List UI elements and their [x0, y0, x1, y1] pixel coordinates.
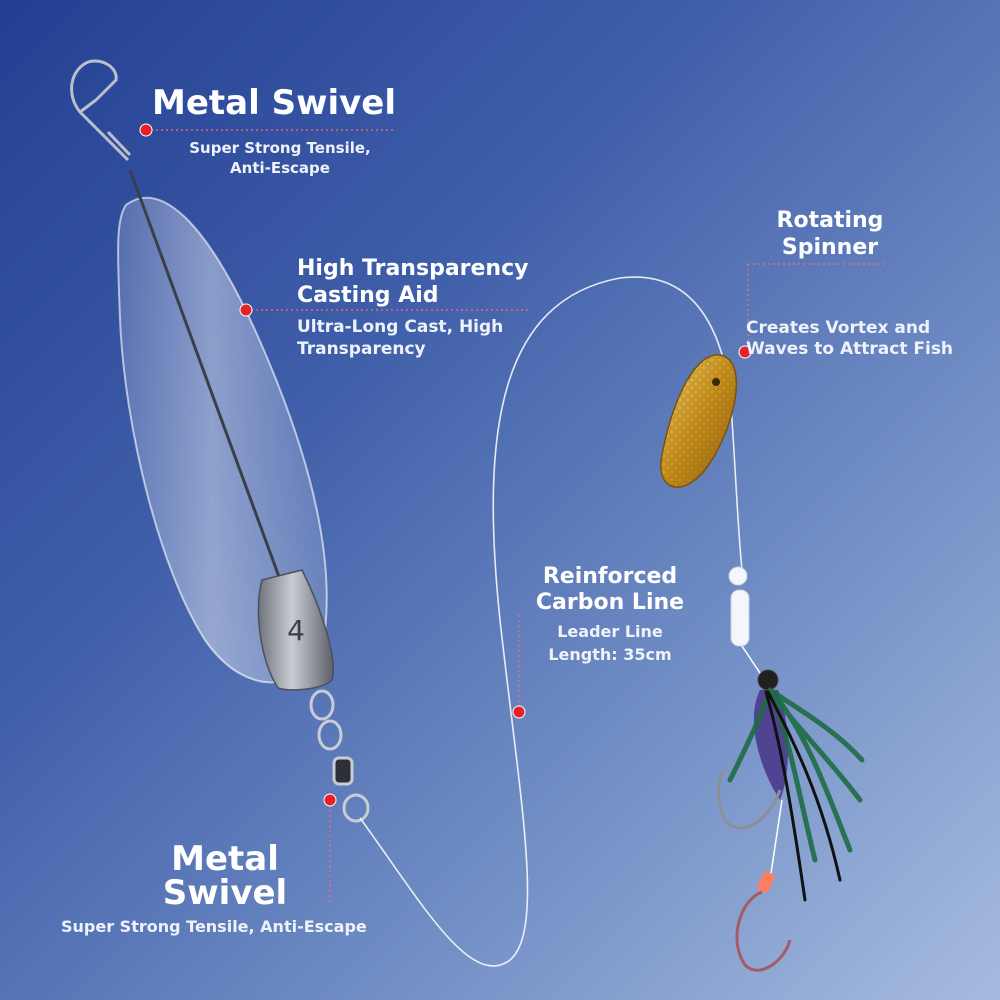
- callout-bottom-swivel-title-1: Metal: [171, 839, 279, 879]
- callout-bottom-swivel-desc: Super Strong Tensile, Anti-Escape: [61, 917, 367, 936]
- callout-carbon-line-desc-2: Length: 35cm: [548, 645, 672, 664]
- marker-top-swivel: [139, 123, 153, 137]
- callout-casting-aid-desc-1: Ultra-Long Cast, High: [297, 317, 504, 337]
- callout-casting-aid-title-1: High Transparency: [297, 256, 529, 281]
- marker-carbon-line: [512, 705, 526, 719]
- callout-top-swivel-desc-2: Anti-Escape: [230, 159, 330, 177]
- beads: [728, 566, 750, 647]
- callout-carbon-line-desc-1: Leader Line: [557, 622, 663, 641]
- callout-spinner-desc-2: Waves to Attract Fish: [746, 339, 954, 359]
- callout-markers: [139, 123, 752, 807]
- callout-spinner-title-2: Spinner: [781, 235, 879, 260]
- callout-casting-aid-desc-2: Transparency: [297, 339, 426, 359]
- callout-top-swivel-desc-1: Super Strong Tensile,: [189, 139, 371, 157]
- callout-spinner-title-1: Rotating: [776, 208, 884, 233]
- marker-bottom-swivel: [323, 793, 337, 807]
- sinker-mark: 4: [287, 614, 305, 647]
- marker-casting-aid: [239, 303, 253, 317]
- callout-carbon-line-title-1: Reinforced: [542, 564, 678, 589]
- spinner-blade: [660, 354, 738, 488]
- carbon-leader-line: [359, 276, 743, 967]
- callout-casting-aid-title-2: Casting Aid: [297, 283, 439, 308]
- callout-bottom-swivel-title-2: Swivel: [162, 873, 288, 913]
- marker-spinner: [738, 345, 752, 359]
- lead-sinker: 4: [257, 569, 334, 691]
- callout-carbon-line-title-2: Carbon Line: [535, 590, 685, 615]
- bottom-swivel: [309, 689, 370, 823]
- fly-lure: [717, 645, 865, 972]
- callout-leaders: [146, 129, 885, 905]
- top-snap-clip: [70, 59, 132, 162]
- callout-top-swivel-title: Metal Swivel: [152, 83, 397, 123]
- callout-spinner-desc-1: Creates Vortex and: [746, 318, 931, 338]
